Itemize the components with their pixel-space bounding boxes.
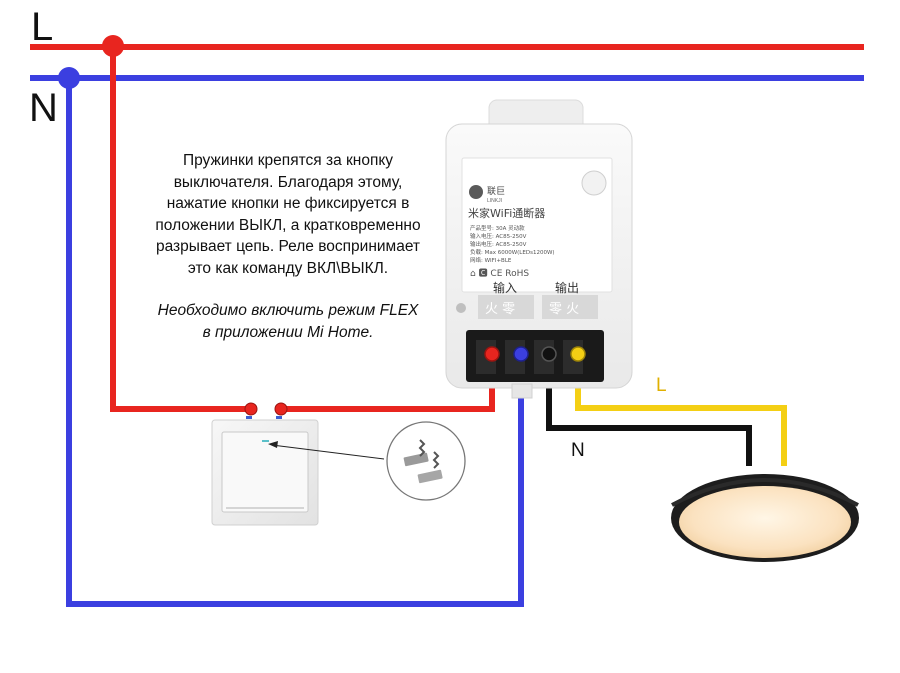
line-to-switch-wire: [110, 47, 249, 412]
terminal-input-neutral: [513, 346, 529, 362]
relay-led-icon: [456, 303, 466, 313]
line-junction-dot: [102, 35, 124, 57]
relay-output-label: 输出: [555, 280, 579, 295]
relay-spec-3: 输出电压: AC85-250V: [470, 240, 527, 248]
ceiling-lamp: [671, 474, 859, 562]
callout-arrow: [271, 444, 385, 460]
relay-module: 联巨 LINKJI 米家WiFi通断器 产品型号: 30A 灵动款 输入电压: …: [445, 99, 633, 399]
relay-cert: ⌂ 🅲 CE RoHS: [470, 268, 529, 279]
neutral-to-relay-wire: [66, 78, 524, 607]
note-line-1: Пружинки крепятся за кнопку: [182, 152, 394, 169]
load-neutral-label: N: [571, 440, 585, 461]
note-line-5: разрывает цепь. Реле воспринимает: [155, 238, 421, 255]
line-bus-label: L: [31, 5, 54, 49]
neutral-bus-label: N: [29, 86, 58, 130]
relay-spec-4: 负载: Max 6000W(LEDs1200W): [470, 248, 555, 256]
load-line-label: L: [656, 375, 667, 396]
relay-input-label: 输入: [493, 280, 517, 295]
note-line-2: выключателя. Благодаря этому,: [173, 173, 403, 191]
switch-contact-left: [244, 402, 258, 416]
terminal-output-line: [570, 346, 586, 362]
wall-switch: [211, 419, 319, 526]
terminal-output-neutral: [541, 346, 557, 362]
relay-spec-2: 输入电压: AC85-250V: [470, 232, 527, 240]
load-neutral-wire: [546, 355, 752, 466]
relay-brand-cn: 联巨: [487, 186, 505, 197]
note-line-8: в приложении Mi Home.: [202, 323, 374, 341]
brand-logo-icon: [469, 185, 483, 199]
switch-contact-right: [274, 402, 288, 416]
relay-button-icon: [581, 170, 607, 196]
neutral-junction-dot: [58, 67, 80, 89]
terminal-input-line: [484, 346, 500, 362]
note-line-3: нажатие кнопки не фиксируется в: [166, 195, 410, 212]
note-line-7: Необходимо включить режим FLEX: [157, 302, 419, 319]
note-line-4: положении ВЫКЛ, а кратковременно: [155, 216, 421, 234]
note-line-6: это как команду ВКЛ\ВЫКЛ.: [187, 259, 389, 277]
relay-output-terminals: 零 火: [549, 302, 579, 317]
relay-spec-5: 网络: WIFI+BLE: [470, 256, 512, 264]
spring-detail-callout: [386, 421, 466, 501]
explanation-note: Пружинки крепятся за кнопку выключателя.…: [118, 150, 458, 343]
relay-spec-1: 产品型号: 30A 灵动款: [470, 224, 525, 232]
relay-input-terminals: 火 零: [485, 302, 515, 317]
relay-title: 米家WiFi通断器: [468, 206, 545, 220]
relay-brand: LINKJI: [487, 198, 502, 204]
